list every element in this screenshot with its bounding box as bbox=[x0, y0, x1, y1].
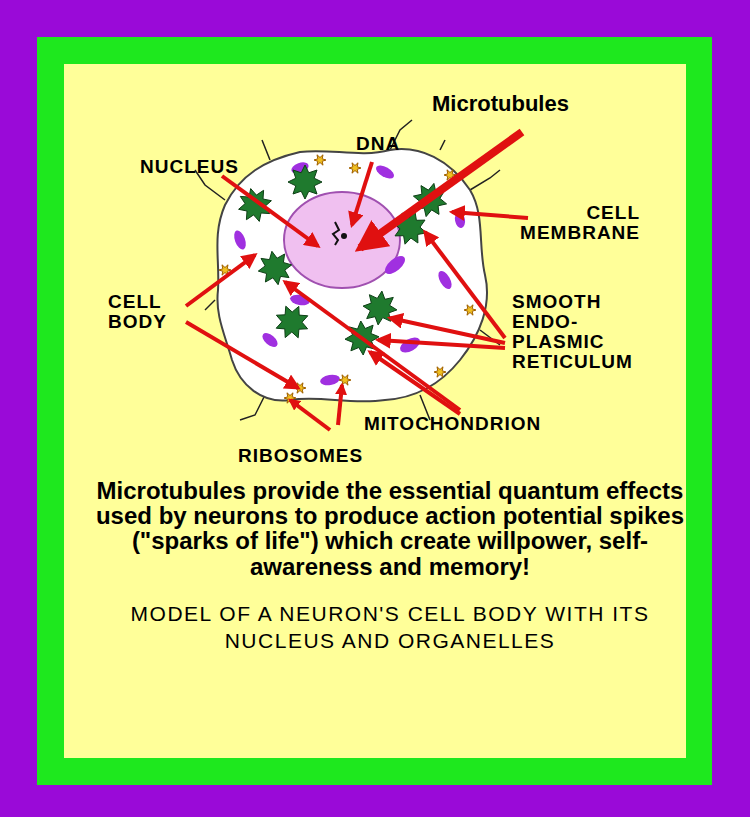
part-label: NUCLEUS bbox=[140, 157, 260, 177]
ribosome bbox=[349, 163, 361, 173]
dna bbox=[333, 222, 347, 245]
er-blob bbox=[288, 165, 322, 199]
ribosome bbox=[464, 305, 476, 315]
part-label: MITOCHONDRION bbox=[364, 414, 624, 434]
part-label: SMOOTH ENDO- PLASMIC RETICULUM bbox=[512, 292, 647, 372]
nucleus bbox=[284, 192, 400, 288]
part-label: RIBOSOMES bbox=[238, 446, 418, 466]
ribosome bbox=[314, 155, 326, 165]
part-label: DNA bbox=[356, 134, 416, 154]
er-blob bbox=[258, 251, 291, 284]
part-label: Microtubules bbox=[432, 92, 632, 115]
ribosome bbox=[339, 375, 351, 385]
leader-arrows bbox=[186, 162, 528, 430]
note-text: Microtubules provide the essential quant… bbox=[95, 478, 685, 579]
ribosome bbox=[434, 367, 446, 377]
er-blob bbox=[276, 306, 308, 338]
part-label: CELL BODY bbox=[108, 292, 184, 332]
part-label: CELL MEMBRANE bbox=[505, 203, 640, 243]
caption: MODEL OF A NEURON'S CELL BODY WITH ITS N… bbox=[110, 600, 670, 655]
